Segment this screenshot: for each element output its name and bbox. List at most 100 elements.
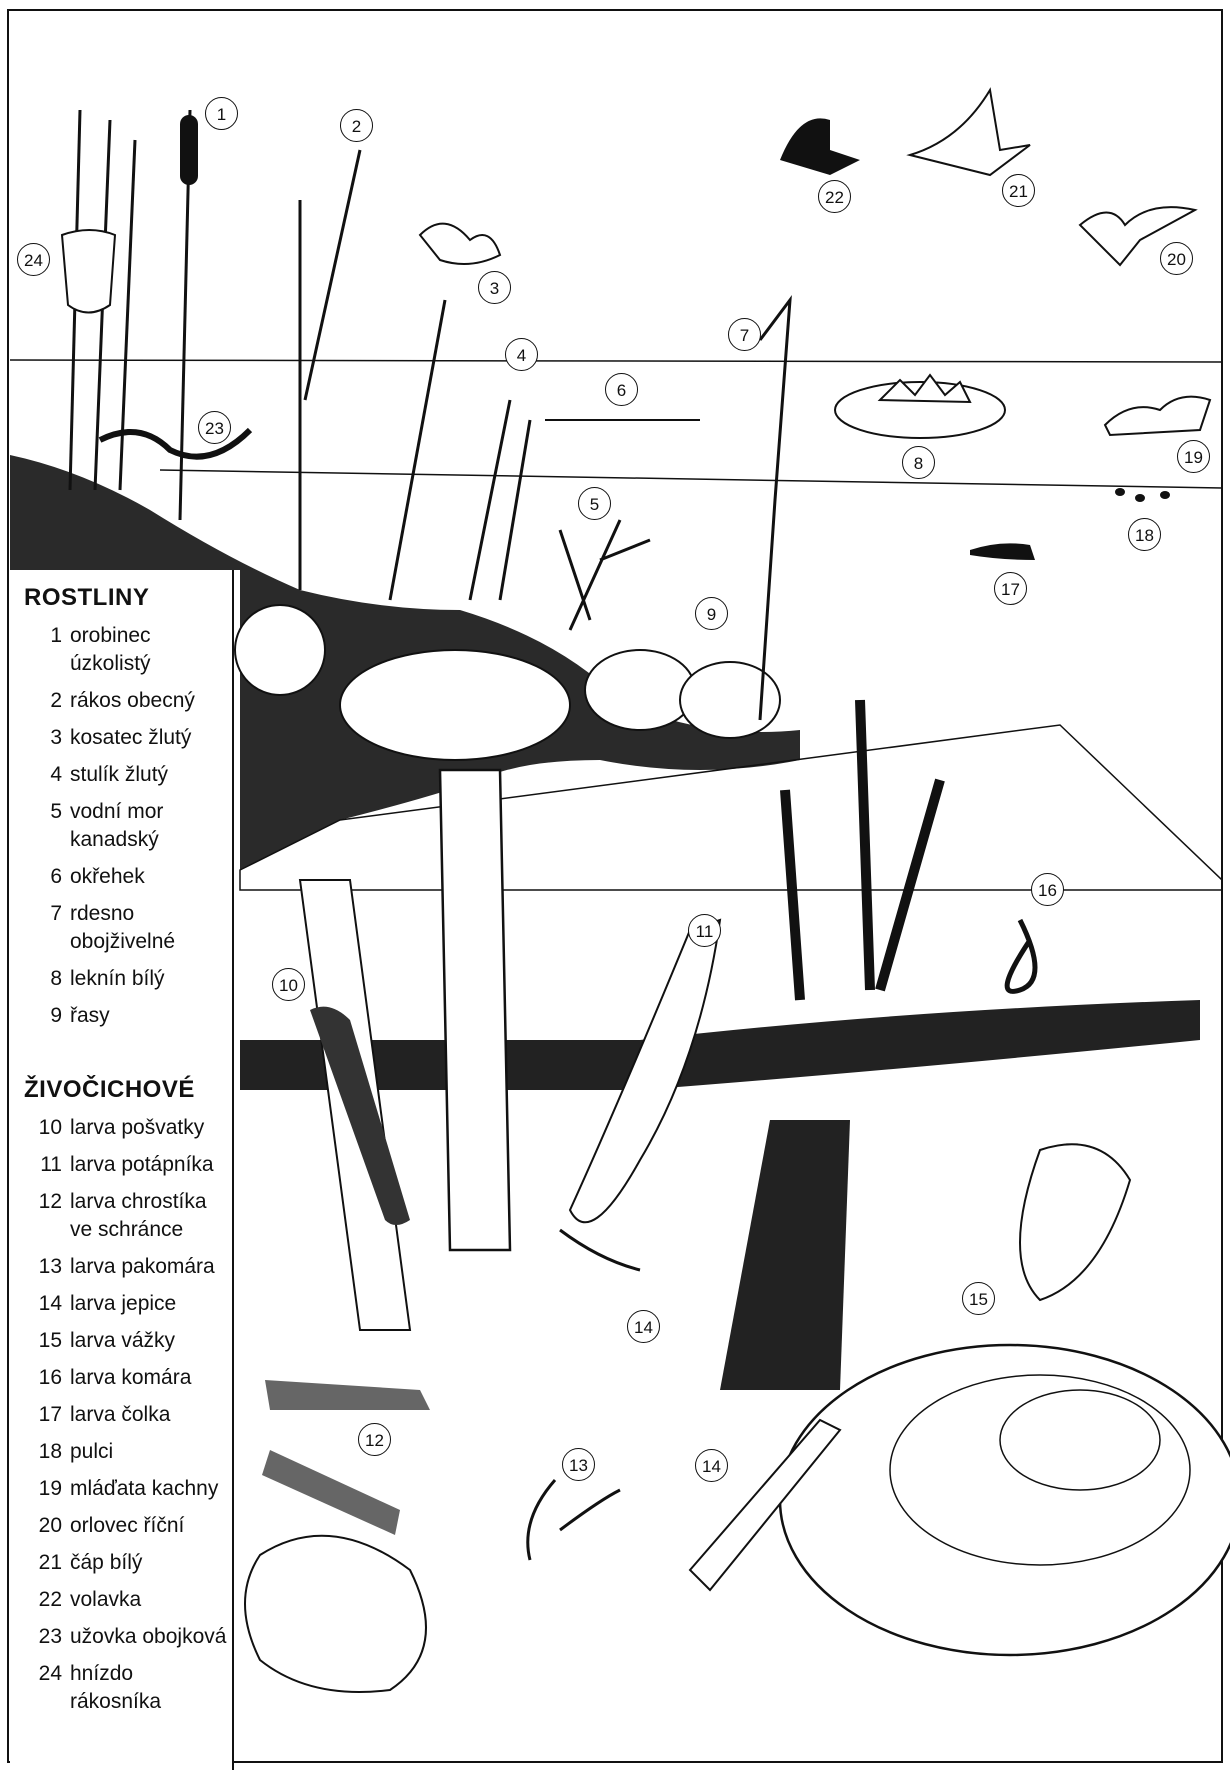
marker-18: 18 — [1128, 518, 1161, 551]
legend-label: stulík žlutý — [70, 761, 229, 789]
cattail-head — [180, 115, 198, 185]
marker-14b: 14 — [695, 1449, 728, 1482]
mayfly-larva — [560, 1230, 640, 1270]
tadpoles — [1115, 488, 1170, 502]
mussel-shell — [780, 1345, 1230, 1655]
legend-label: larva potápníka — [70, 1151, 229, 1179]
legend-number: 16 — [24, 1364, 70, 1392]
marker-16: 16 — [1031, 873, 1064, 906]
iris-flower — [420, 224, 500, 264]
legend-number: 14 — [24, 1290, 70, 1318]
marker-1: 1 — [205, 97, 238, 130]
legend-item: 8leknín bílý — [24, 965, 229, 993]
reed-warbler-nest — [62, 230, 115, 313]
marker-3: 3 — [478, 271, 511, 304]
legend-label: rdesno obojživelné — [70, 900, 229, 956]
stump — [720, 1120, 850, 1390]
marker-10: 10 — [272, 968, 305, 1001]
legend-label: pulci — [70, 1438, 229, 1466]
legend-label: larva chrostíka ve schránce — [70, 1188, 229, 1244]
legend-label: volavka — [70, 1586, 229, 1614]
legend-number: 3 — [24, 724, 70, 752]
marker-11: 11 — [688, 914, 721, 947]
mosquito-larva — [1007, 920, 1035, 991]
stork-bird — [910, 90, 1030, 175]
legend-number: 12 — [24, 1188, 70, 1244]
legend-label: larva vážky — [70, 1327, 229, 1355]
legend-number: 24 — [24, 1660, 70, 1716]
legend-label: rákos obecný — [70, 687, 229, 715]
ducklings — [1105, 397, 1210, 435]
legend-number: 23 — [24, 1623, 70, 1651]
reed-shoots — [785, 700, 940, 1000]
marker-15: 15 — [962, 1282, 995, 1315]
legend-label: larva komára — [70, 1364, 229, 1392]
marker-9: 9 — [695, 597, 728, 630]
caddisfly-case — [262, 1450, 400, 1535]
sunken-branch — [240, 1000, 1200, 1090]
marker-24: 24 — [17, 243, 50, 276]
legend-item: 12larva chrostíka ve schránce — [24, 1188, 229, 1244]
stone — [680, 662, 780, 738]
legend-item: 15larva vážky — [24, 1327, 229, 1355]
stone — [245, 1536, 426, 1692]
legend-number: 13 — [24, 1253, 70, 1281]
water-surface-front — [160, 470, 1222, 488]
marker-2: 2 — [340, 109, 373, 142]
marker-14a: 14 — [627, 1310, 660, 1343]
legend-label: hnízdo rákosníka — [70, 1660, 229, 1716]
legend-label: orlovec říční — [70, 1512, 229, 1540]
legend-number: 21 — [24, 1549, 70, 1577]
legend-label: larva pošvatky — [70, 1114, 229, 1142]
marker-22: 22 — [818, 180, 851, 213]
legend-item: 11larva potápníka — [24, 1151, 229, 1179]
legend-item: 14larva jepice — [24, 1290, 229, 1318]
legend-label: okřehek — [70, 863, 229, 891]
legend-number: 2 — [24, 687, 70, 715]
knotweed-stem — [760, 300, 790, 720]
newt-larva — [970, 543, 1035, 560]
legend-number: 8 — [24, 965, 70, 993]
waterweed — [560, 520, 650, 630]
legend-number: 10 — [24, 1114, 70, 1142]
caddisfly-case — [265, 1380, 430, 1410]
marker-12: 12 — [358, 1423, 391, 1456]
legend-label: leknín bílý — [70, 965, 229, 993]
legend-number: 15 — [24, 1327, 70, 1355]
legend-label: mláďata kachny — [70, 1475, 229, 1503]
midge-larva — [528, 1480, 620, 1560]
legend-number: 4 — [24, 761, 70, 789]
legend-label: užovka obojková — [70, 1623, 229, 1651]
legend-label: larva jepice — [70, 1290, 229, 1318]
dragonfly-larva — [1020, 1144, 1130, 1300]
marker-4: 4 — [505, 338, 538, 371]
marker-5b: 5 — [578, 487, 611, 520]
legend-label: larva pakomára — [70, 1253, 229, 1281]
legend-number: 7 — [24, 900, 70, 956]
water-surface-line — [10, 360, 1222, 362]
stone — [235, 605, 325, 695]
heron-bird — [780, 118, 860, 175]
legend-number: 5 — [24, 798, 70, 854]
legend-number: 18 — [24, 1438, 70, 1466]
legend-number: 6 — [24, 863, 70, 891]
legend-item: 7rdesno obojživelné — [24, 900, 229, 956]
reed-stump — [440, 770, 510, 1250]
animals-heading: ŽIVOČICHOVÉ — [24, 1076, 195, 1104]
legend-label: kosatec žlutý — [70, 724, 229, 752]
